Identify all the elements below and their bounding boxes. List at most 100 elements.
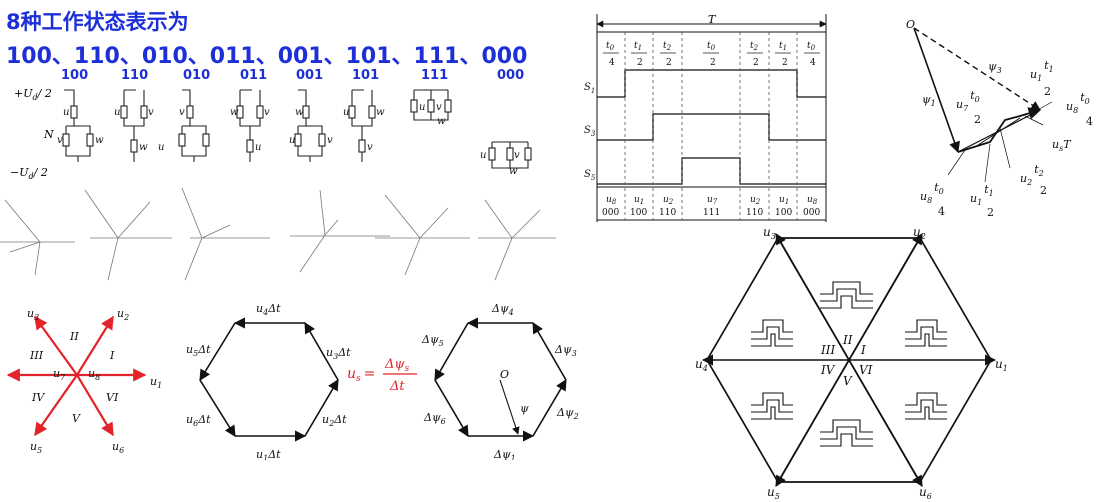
formula-us: us= Δψs Δt — [347, 357, 417, 394]
big-sector-V: V — [843, 374, 853, 388]
svg-text:u1: u1 — [995, 357, 1008, 373]
signal-s1-sub: 1 — [591, 87, 595, 95]
hex-u6: u — [186, 413, 193, 426]
timing-state-labels: u8 000 u1 100 u2 110 u7 111 u2 110 u1 10… — [602, 195, 820, 218]
timing-segment-labels: t0 4 t1 2 t2 2 t0 2 t2 2 t1 2 t0 4 — [606, 41, 816, 68]
tri-u7-sub: 7 — [963, 104, 969, 113]
hex-u1-dt: Δt — [267, 448, 281, 460]
svg-text:−Ud/ 2: −Ud/ 2 — [10, 166, 48, 181]
svg-text:2: 2 — [666, 58, 672, 68]
star-u7-sub: 7 — [60, 373, 66, 382]
tri-u8-right-sub: 8 — [1073, 106, 1078, 115]
lbl-110-bot: w — [139, 142, 148, 153]
star-u8: u — [88, 367, 95, 380]
hex-u4-dt: Δt — [267, 302, 281, 315]
lbl-000-u: u — [480, 150, 486, 161]
state-code-011: 011 — [240, 68, 267, 83]
signal-s5: S — [584, 169, 591, 180]
phasor-sketch-row — [0, 187, 556, 281]
svg-text:u7: u7 — [53, 367, 66, 382]
tri-u8-right-t: t — [1080, 91, 1085, 104]
dpsi4-sub: 4 — [508, 308, 514, 317]
svg-text:u8: u8 — [88, 367, 100, 382]
svg-text:u1: u1 — [634, 195, 644, 206]
formula-lhs: u — [347, 366, 356, 382]
svg-text:u6: u6 — [919, 485, 932, 500]
tri-us-sub: s — [1059, 144, 1063, 153]
lbl-001-r: v — [327, 135, 333, 146]
star-u2: u — [117, 307, 124, 320]
svg-text:u8t0: u8t0 — [1066, 91, 1090, 115]
dpsi1: Δψ — [493, 448, 511, 460]
svg-text:t0: t0 — [606, 41, 615, 52]
star-u1: u — [150, 375, 157, 388]
tri-u1-top-t: t — [1044, 59, 1049, 72]
plus-ud-half: / 2 — [37, 87, 52, 100]
star-sector-II: II — [69, 330, 79, 343]
svg-text:t0: t0 — [807, 41, 816, 52]
lbl-010-top: v — [179, 107, 185, 118]
lbl-100-r: w — [95, 135, 104, 146]
big-sector-I: I — [860, 343, 866, 357]
tri-u1-top-tsub: 1 — [1049, 65, 1054, 74]
formula-lhs-sub: s — [356, 374, 361, 384]
dpsi3-sub: 3 — [572, 349, 577, 358]
svg-text:u1Δt: u1Δt — [256, 448, 281, 460]
svg-text:110: 110 — [746, 208, 763, 218]
formula-num: Δψ — [384, 357, 405, 372]
big-u6: u — [919, 485, 927, 499]
svg-text:Δψ1: Δψ1 — [493, 448, 516, 460]
big-u5: u — [767, 485, 775, 499]
svg-text:t1: t1 — [634, 41, 642, 52]
tri-u2-den: 2 — [1040, 184, 1047, 197]
tri-u8-right-tsub: 0 — [1085, 97, 1090, 106]
dpsi6: Δψ — [423, 411, 441, 424]
svg-text:t2: t2 — [663, 41, 672, 52]
star-u5-sub: 5 — [37, 446, 42, 455]
svg-text:S1: S1 — [584, 82, 595, 95]
svg-text:u3: u3 — [763, 225, 776, 241]
state-code-000: 000 — [497, 68, 524, 83]
svg-text:S5: S5 — [584, 169, 596, 182]
big-u1: u — [995, 357, 1003, 371]
svg-text:110: 110 — [659, 208, 676, 218]
svg-text:u4Δt: u4Δt — [256, 302, 281, 317]
formula-num-sub: s — [405, 364, 410, 374]
flux-hexagon: Δψ4 Δψ5 Δψ3 Δψ6 Δψ2 Δψ1 O ψ — [421, 302, 579, 460]
svg-text:Δψs: Δψs — [384, 357, 410, 374]
dpsi2: Δψ — [556, 406, 574, 419]
svg-text:t1: t1 — [779, 41, 787, 52]
tri-u8-bot-tsub: 0 — [939, 187, 944, 196]
title-line-1: 8种工作状态表示为 — [6, 10, 189, 34]
star-sector-IV: IV — [31, 391, 45, 404]
formula-den: Δt — [389, 379, 405, 394]
psi-vector-label: ψ — [520, 402, 529, 415]
lbl-011-r: v — [264, 107, 270, 118]
timing-period: T — [708, 13, 717, 26]
state-code-101: 101 — [352, 68, 379, 83]
lbl-101-l: u — [343, 107, 349, 118]
formula-eq: = — [364, 366, 376, 382]
svg-text:u4: u4 — [695, 357, 708, 373]
signal-s5-sub: 5 — [591, 174, 596, 182]
minus-ud-half: / 2 — [33, 166, 48, 179]
big-u4-sub: 4 — [702, 364, 708, 373]
svg-text:+Ud/ 2: +Ud/ 2 — [14, 87, 52, 102]
svg-text:2: 2 — [637, 58, 643, 68]
lbl-111-u: u — [419, 102, 425, 113]
dpsi2-sub: 2 — [573, 412, 579, 421]
state-code-001: 001 — [296, 68, 323, 83]
svg-text:u2: u2 — [117, 307, 129, 322]
hex-u3-sub: 3 — [333, 352, 338, 361]
svg-text:Δψ6: Δψ6 — [423, 411, 446, 426]
big-u5-sub: 5 — [775, 492, 780, 500]
dpsi1-sub: 1 — [511, 454, 516, 460]
tri-u8-bot-den: 4 — [938, 205, 945, 218]
tri-u7-t: t — [970, 89, 975, 102]
switch-state-panel: 100 110 010 011 001 101 111 000 +Ud/ 2 N… — [10, 68, 532, 181]
state-code-100: 100 — [61, 68, 88, 83]
hex-u2-dt: Δt — [333, 413, 347, 426]
tri-u1-bot-sub: 1 — [977, 198, 982, 207]
hex-u6-sub: 6 — [193, 419, 198, 428]
star-u7: u — [53, 367, 60, 380]
